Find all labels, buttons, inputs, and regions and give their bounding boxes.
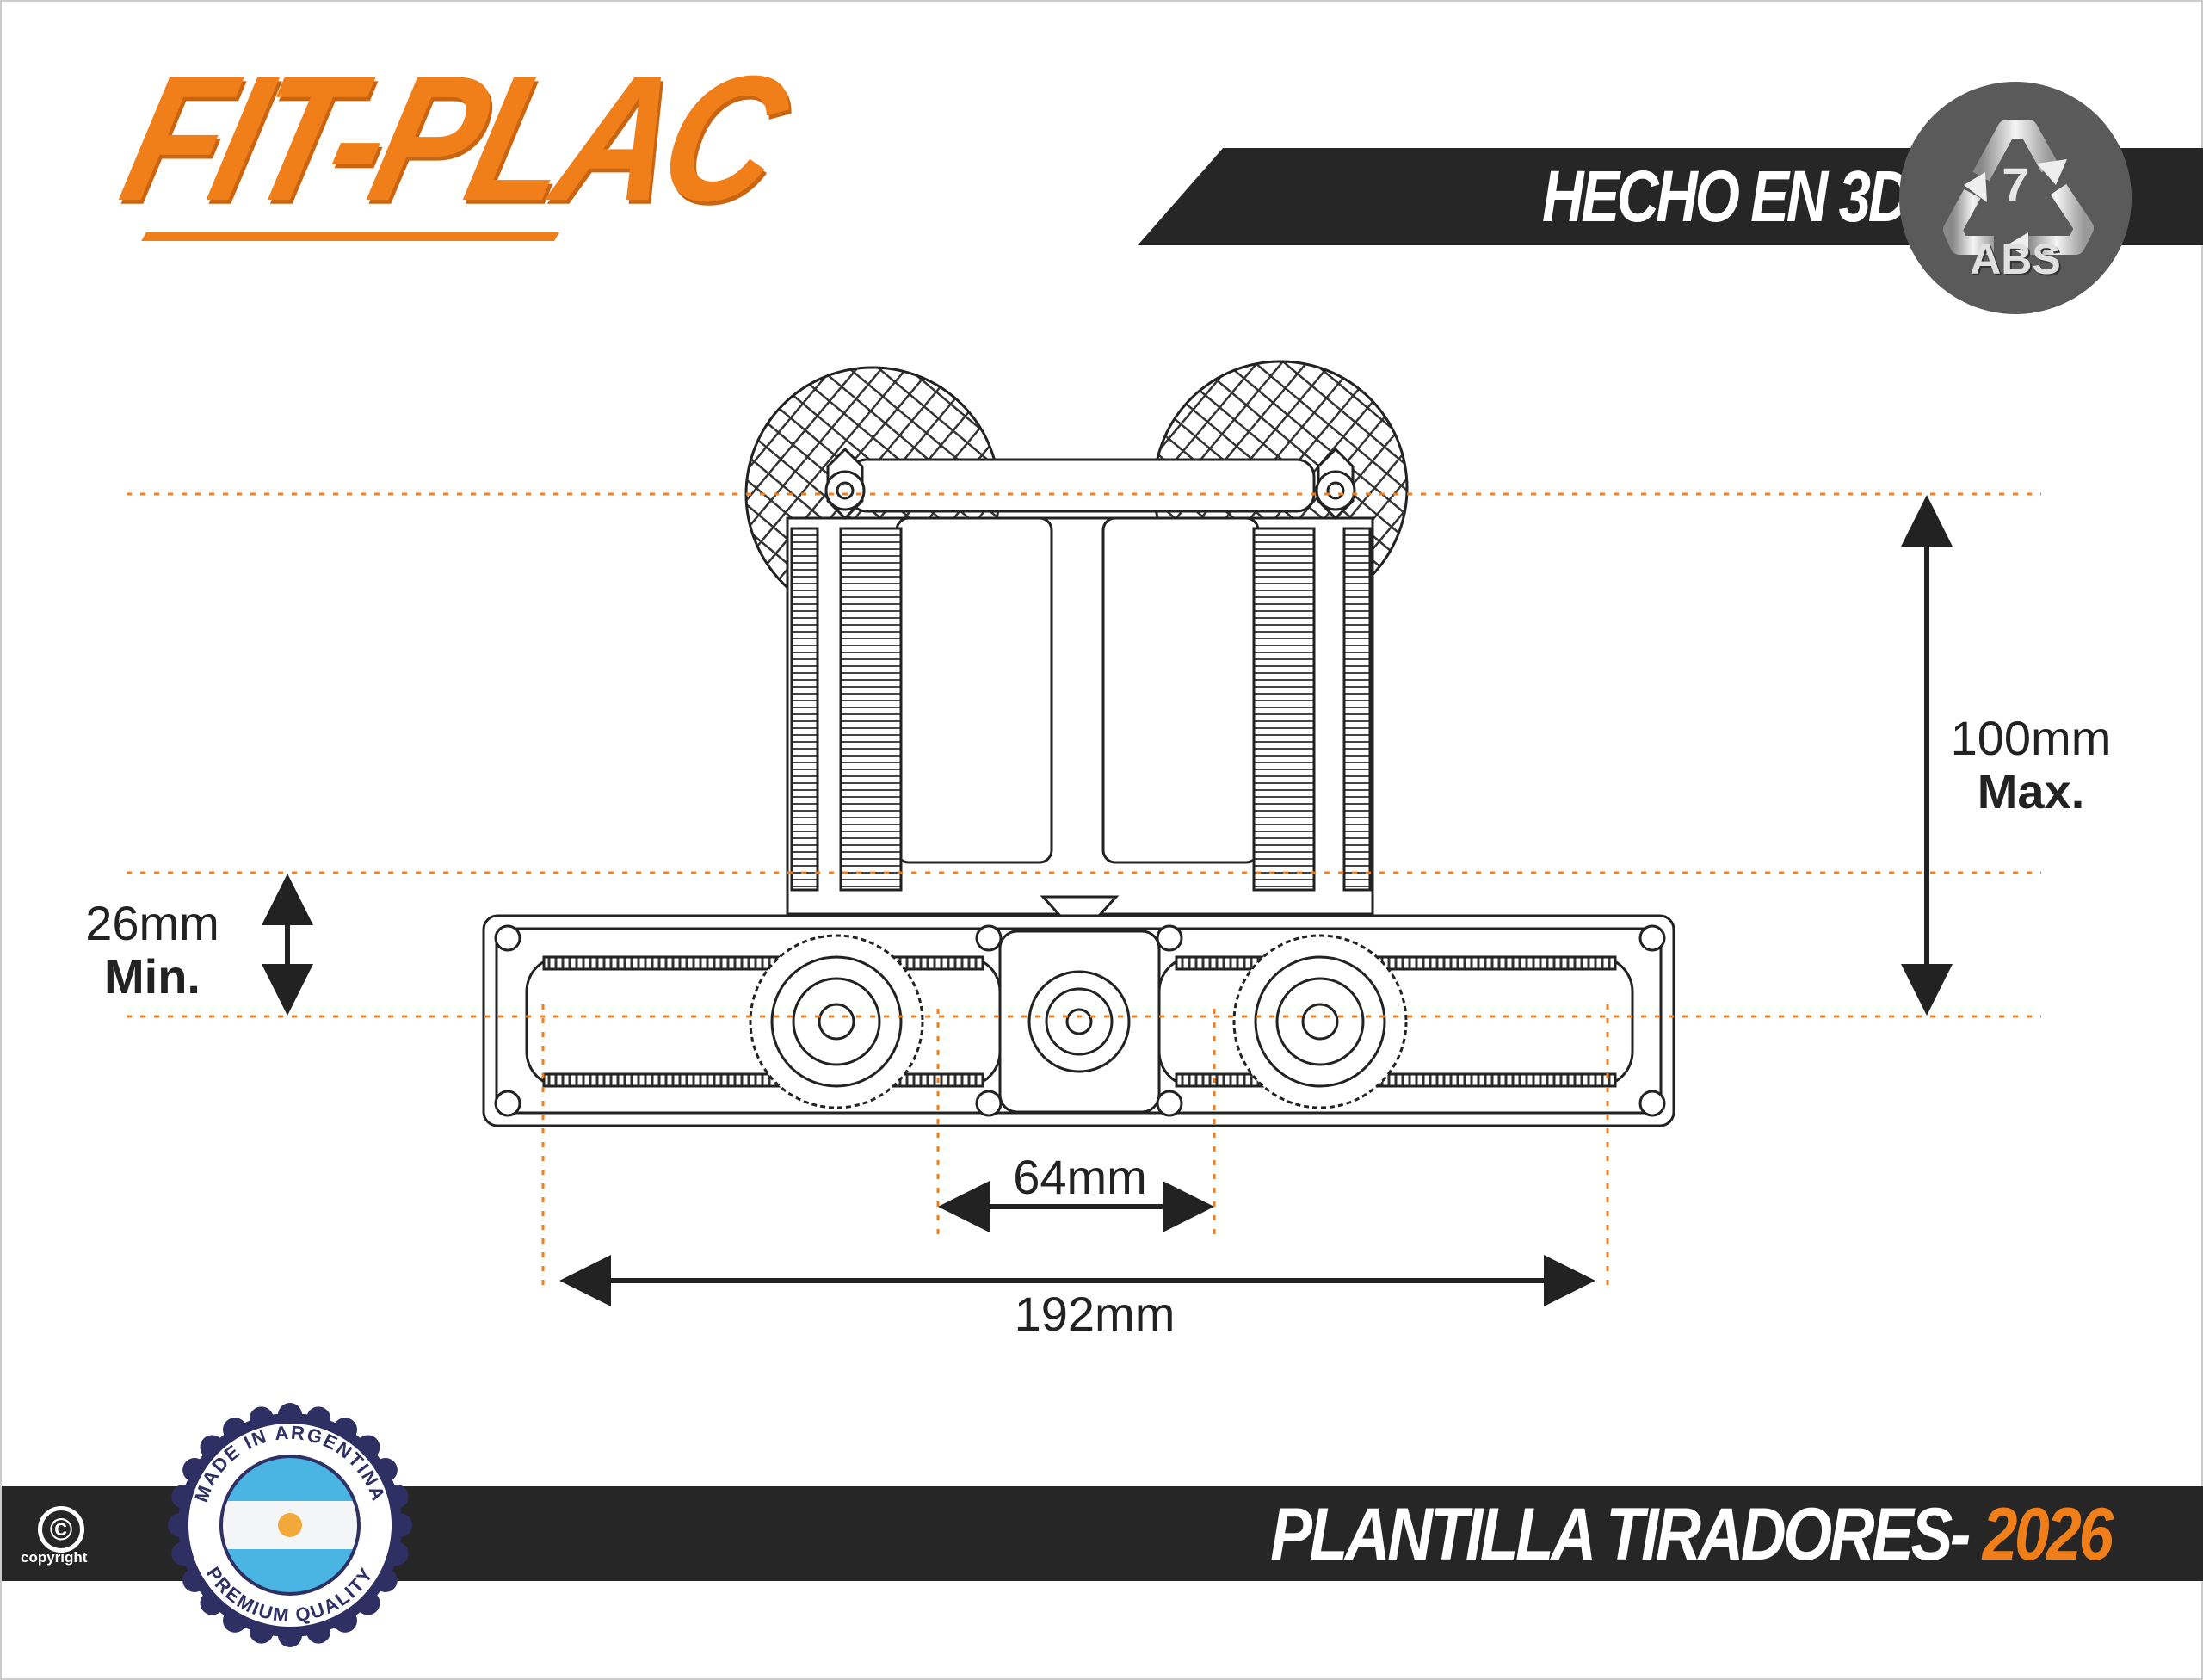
height-min-value: 26mm [85,896,219,950]
seal-scallop [306,1619,331,1644]
seal-scallop [278,1623,302,1647]
seal-scallop [333,1608,357,1633]
seal-scallop [333,1418,357,1442]
seal-scallop [171,1541,196,1566]
upper-frame [786,447,1374,917]
recycle-code: 7 [2002,158,2029,212]
material-badge [1899,82,2132,314]
product-year: 2026 [1982,1493,2114,1576]
seal-scallop [373,1568,398,1592]
seal-scallop [278,1403,302,1427]
seal-scallop [306,1406,331,1431]
product-title: PLANTILLA TIRADORES- 2026 [1270,1492,2114,1578]
copyright-label: copyright [21,1549,88,1566]
height-max-value: 100mm [1950,711,2112,765]
seal-scallop [249,1619,274,1644]
height-min-qualifier: Min. [104,948,201,1004]
seal-scallop [182,1458,207,1482]
seal-scallop [200,1435,225,1460]
product-drawing [127,360,2041,1306]
banner-text: HECHO EN 3D [1542,156,1910,237]
spacing-64-label: 64mm [1013,1150,1147,1204]
seal-scallop [171,1484,196,1509]
product-title-text: PLANTILLA TIRADORES- [1270,1493,1983,1576]
seal-scallop [384,1541,409,1566]
seal-scallop [200,1590,225,1615]
seal-scallop [249,1406,274,1431]
height-max-qualifier: Max. [1977,763,2085,818]
seal-scallop [388,1513,412,1537]
height-min-label: 26mm Min. [23,897,281,1003]
base-plate [482,914,1675,1127]
seal-scallop [182,1568,207,1592]
seal-scallop [373,1458,398,1482]
seal-scallop [384,1484,409,1509]
reference-lines [127,492,2041,1293]
material-label: ABS [1970,235,2061,283]
seal-scallop [223,1608,247,1633]
seal-scallop [223,1418,247,1442]
seal-scallop [355,1435,380,1460]
screw-icons [494,924,1666,1117]
made-in-argentina-seal: MADE IN ARGENTINA PREMIUM QUALITY [168,1403,412,1647]
seal-scallop [168,1513,192,1537]
height-max-label: 100mm Max. [1902,712,2160,818]
recycle-icon [1943,120,2094,258]
copyright-icon: © [38,1506,84,1553]
spacing-192-label: 192mm [1014,1287,1176,1341]
seal-scallop [355,1590,380,1615]
